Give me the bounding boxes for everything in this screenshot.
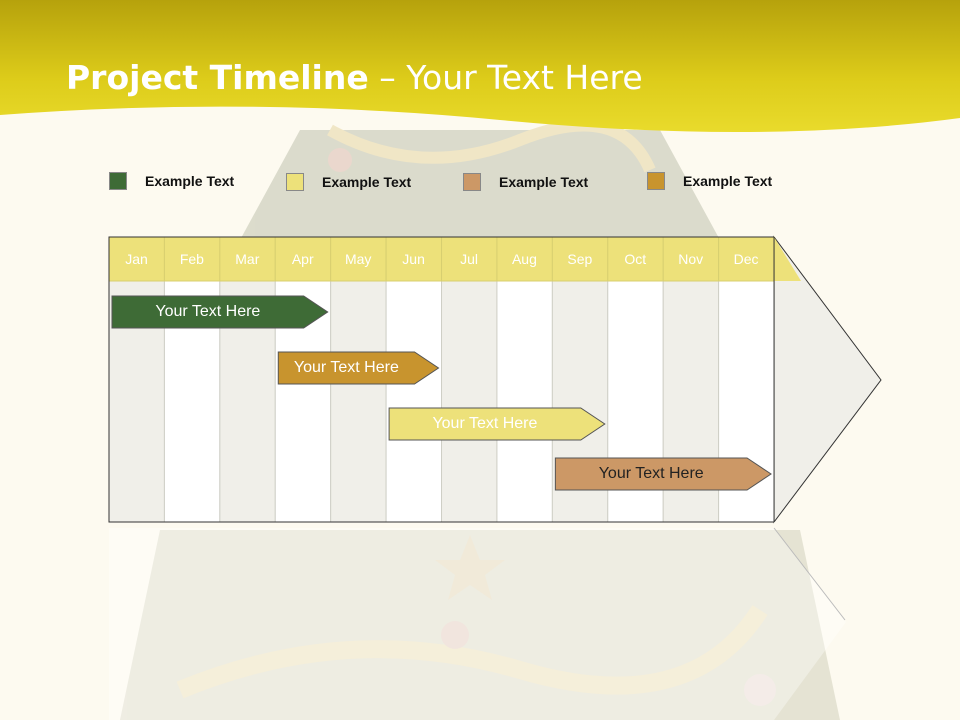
month-label: Jan [125,251,148,267]
month-header-cell [330,236,387,282]
timeline-bar [388,407,606,441]
month-label: Apr [291,251,314,267]
timeline-outline [108,236,775,523]
month-header-cell [385,236,443,282]
bar-label: Your Text Here [293,359,399,376]
month-column [496,280,553,523]
month-label: Mar [235,251,260,267]
legend-label: Example Text [499,174,589,190]
month-label: Jun [402,251,425,267]
legend-item: Example Text [463,171,588,193]
title-rest: – Your Text Here [368,58,643,97]
legend-swatch [286,173,304,191]
header-banner [0,0,960,133]
reflection-edge [773,527,846,621]
month-header-cell [108,236,165,282]
month-label: May [344,251,372,267]
timeline-arrow-header [774,237,802,281]
legend-swatch [647,172,665,190]
month-column [385,280,443,523]
month-header-cell [219,236,276,282]
legend-swatch [109,172,127,190]
tree-image [120,119,840,720]
month-label: Nov [678,251,704,267]
bar-label: Your Text Here [432,415,538,432]
month-column [330,280,387,523]
timeline-bar [111,295,329,329]
bar-label: Your Text Here [598,465,704,482]
timeline-reflection [109,528,847,720]
month-label: Feb [179,251,204,267]
legend-item: Example Text [109,170,234,192]
bar-label: Your Text Here [155,303,261,320]
timeline-bar [554,457,772,491]
title-bold: Project Timeline [66,58,369,97]
month-label: Oct [624,251,647,267]
month-label: Aug [511,251,537,267]
legend-item: Example Text [647,170,772,192]
month-column [441,280,498,523]
month-label: Sep [567,251,593,267]
timeline-bar [277,351,440,385]
month-header-cell [662,236,720,282]
legend-swatch [463,173,481,191]
legend-item: Example Text [286,171,411,193]
page-title: Project Timeline – Your Text Here [66,58,643,97]
month-label: Jul [460,251,478,267]
legend-label: Example Text [322,174,412,190]
month-header-cell [718,236,775,282]
month-label: Dec [733,251,759,267]
legend-label: Example Text [683,173,773,189]
month-header-cell [163,236,221,282]
legend-label: Example Text [145,173,235,189]
